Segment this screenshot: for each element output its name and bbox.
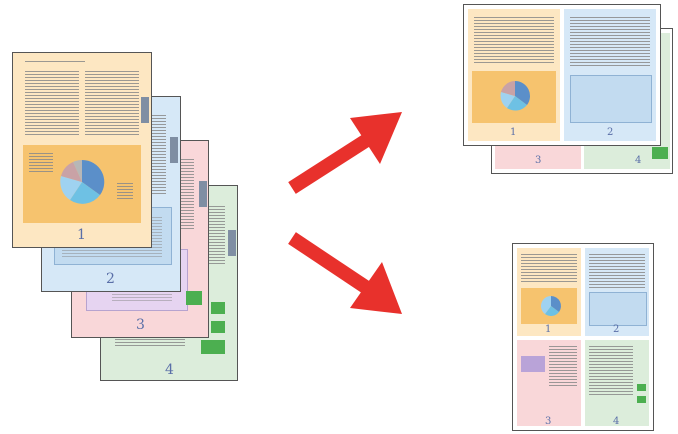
four-up-page-1-number: 1 — [545, 324, 551, 335]
four-up-page-2-chart-area — [589, 292, 647, 326]
four-up-page-1-text — [521, 254, 577, 284]
arrow-to-four-up — [292, 238, 402, 314]
four-up-page-1-pie-chart — [539, 294, 563, 318]
two-up-page-4-green-box — [652, 147, 668, 159]
four-up-page-2-text — [589, 254, 645, 288]
four-up-page-4-number: 4 — [613, 416, 619, 427]
two-up-page-1-pie-chart — [498, 79, 532, 113]
four-up-page-3-text — [549, 346, 577, 386]
four-up-page-4-green-box-1 — [637, 384, 646, 391]
two-up-page-4-number: 4 — [635, 155, 641, 166]
four-up-page-2-number: 2 — [613, 324, 619, 335]
two-up-page-1-text — [474, 17, 554, 65]
arrow-to-two-up — [292, 112, 402, 188]
two-up-page-2-text — [570, 17, 650, 67]
two-up-page-2-chart-area — [570, 75, 652, 123]
four-up-page-4-green-box-2 — [637, 396, 646, 403]
four-up-page-3-number: 3 — [545, 416, 551, 427]
four-up-page-4-text — [589, 346, 633, 396]
four-up-sheet: 1 2 3 4 — [512, 243, 654, 431]
four-up-page-3-diagram — [521, 356, 545, 372]
two-up-page-1-number: 1 — [510, 127, 516, 138]
two-up-page-3-number: 3 — [535, 155, 541, 166]
two-up-page-2-number: 2 — [607, 127, 613, 138]
two-up-front-sheet: 1 2 — [463, 4, 661, 146]
